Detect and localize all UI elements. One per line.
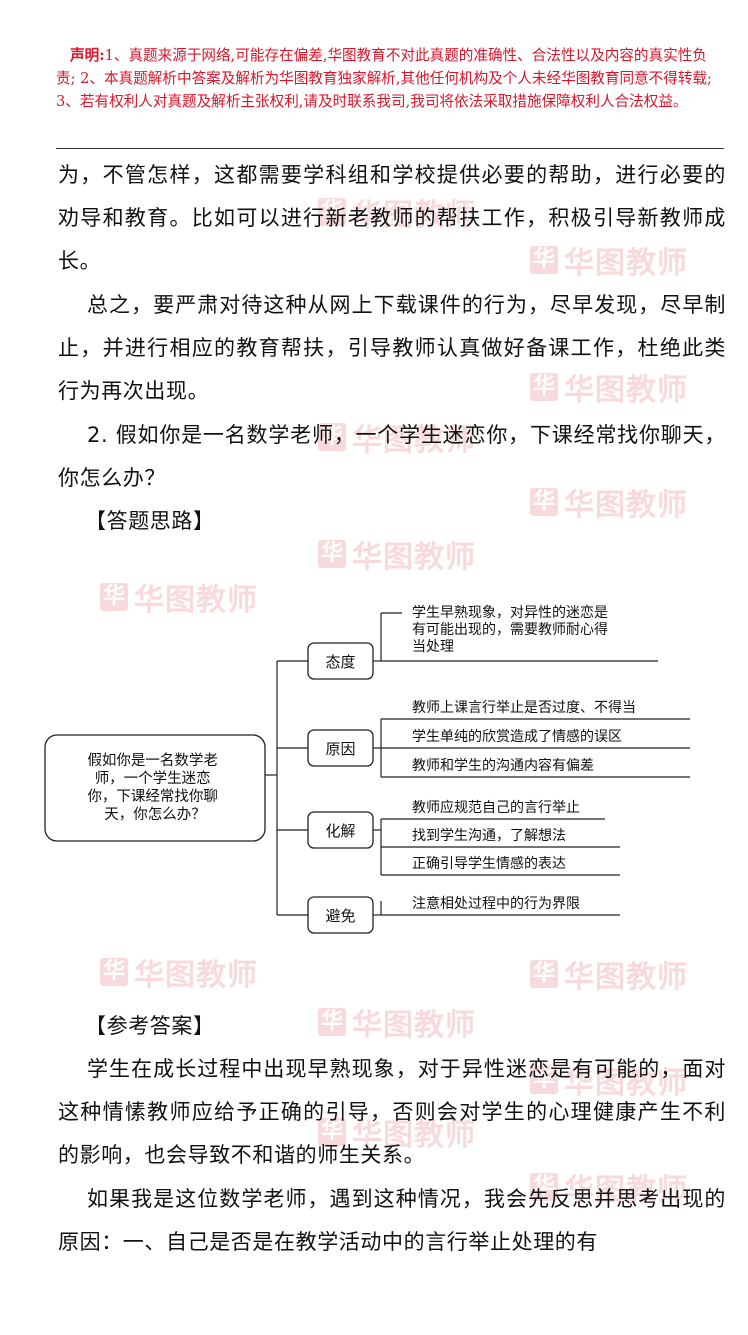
watermark-brand: 华图教师 [352,1008,476,1043]
disclaimer-text: 1、真题来源于网络,可能存在偏差,华图教育不对此真题的准确性、合法性以及内容的真… [56,47,712,110]
mind-map-root-box [44,734,266,842]
mind-map-branch-attitude: 态度 学生早熟现象，对异性的迷恋是 有可能出现的，需要教师耐心得 当处理 [307,604,612,680]
mind-map: 假如你是一名数学老 师，一个学生迷恋 你，下课经常找你聊 天，你怎么办？ 态度 … [44,604,690,934]
watermark: 华华图教师 [100,950,258,994]
branch-item: 找到学生沟通，了解想法 [412,828,566,844]
disclaimer-lead: 声明: [70,47,105,64]
branch-item: 教师应规范自己的言行举止 [412,799,580,816]
heading-answer-approach: 【答题思路】 [85,509,215,533]
question-2: 2. 假如你是一名数学老师，一个学生迷恋你，下课经常找你聊天，你怎么办？ [58,423,726,490]
mind-map-branch-prevention: 避免 注意相处过程中的行为界限 [307,895,580,934]
branch-item: 注意相处过程中的行为界限 [412,895,580,912]
paragraph-answer-reflection: 如果我是这位数学老师，遇到这种情况，我会先反思并思考出现的原因：一、自己是否是在… [58,1187,726,1254]
watermark-logo-icon: 华 [530,960,558,988]
watermark-logo-icon: 华 [100,958,128,986]
watermark: 华华图教师 [318,532,476,576]
branch-box [307,811,374,849]
branch-item: 正确引导学生情感的表达 [412,855,566,872]
branch-item: 学生单纯的欣赏造成了情感的误区 [412,728,622,745]
mind-map-connectors [265,612,690,916]
watermark-logo-icon: 华 [318,540,346,568]
branch-label: 避免 [325,907,355,925]
branch-label: 化解 [325,822,355,840]
paragraph-helping-new-teachers: 为，不管怎样，这都需要学科组和学校提供必要的帮助，进行必要的劝导和教育。比如可以… [58,163,726,273]
paragraph-answer-intro: 学生在成长过程中出现早熟现象，对于异性迷恋是有可能的，面对这种情愫教师应给予正确… [58,1057,726,1167]
branch-label: 态度 [325,653,355,671]
mind-map-branch-causes: 原因 教师上课言行举止是否过度、不得当 学生单纯的欣赏造成了情感的误区 教师和学… [307,699,636,774]
disclaimer-notice: 声明:1、真题来源于网络,可能存在偏差,华图教育不对此真题的准确性、合法性以及内… [56,44,724,113]
watermark-brand: 华图教师 [134,958,258,993]
branch-label: 原因 [325,740,355,758]
branch-box [307,729,374,767]
branch-item: 学生早熟现象，对异性的迷恋是 有可能出现的，需要教师耐心得 当处理 [412,604,612,655]
mind-map-branch-resolution: 化解 教师应规范自己的言行举止 找到学生沟通，了解想法 正确引导学生情感的表达 [307,799,580,872]
branch-box [307,642,374,680]
watermark-logo-icon: 华 [318,1008,346,1036]
paragraph-summary: 总之，要严肃对待这种从网上下载课件的行为，尽早发现，尽早制止，并进行相应的教育帮… [58,293,726,403]
heading-reference-answer: 【参考答案】 [85,1014,215,1038]
mind-map-root-text: 假如你是一名数学老 师，一个学生迷恋 你，下课经常找你聊 天，你怎么办？ [87,752,222,823]
watermark-brand: 华图教师 [564,960,688,995]
branch-item: 教师和学生的沟通内容有偏差 [412,757,594,774]
branch-item: 教师上课言行举止是否过度、不得当 [412,699,636,716]
watermark: 华华图教师 [530,952,688,996]
watermark-brand: 华图教师 [352,540,476,575]
branch-box [307,896,374,934]
watermark: 华华图教师 [318,1000,476,1044]
header-divider [56,148,724,149]
